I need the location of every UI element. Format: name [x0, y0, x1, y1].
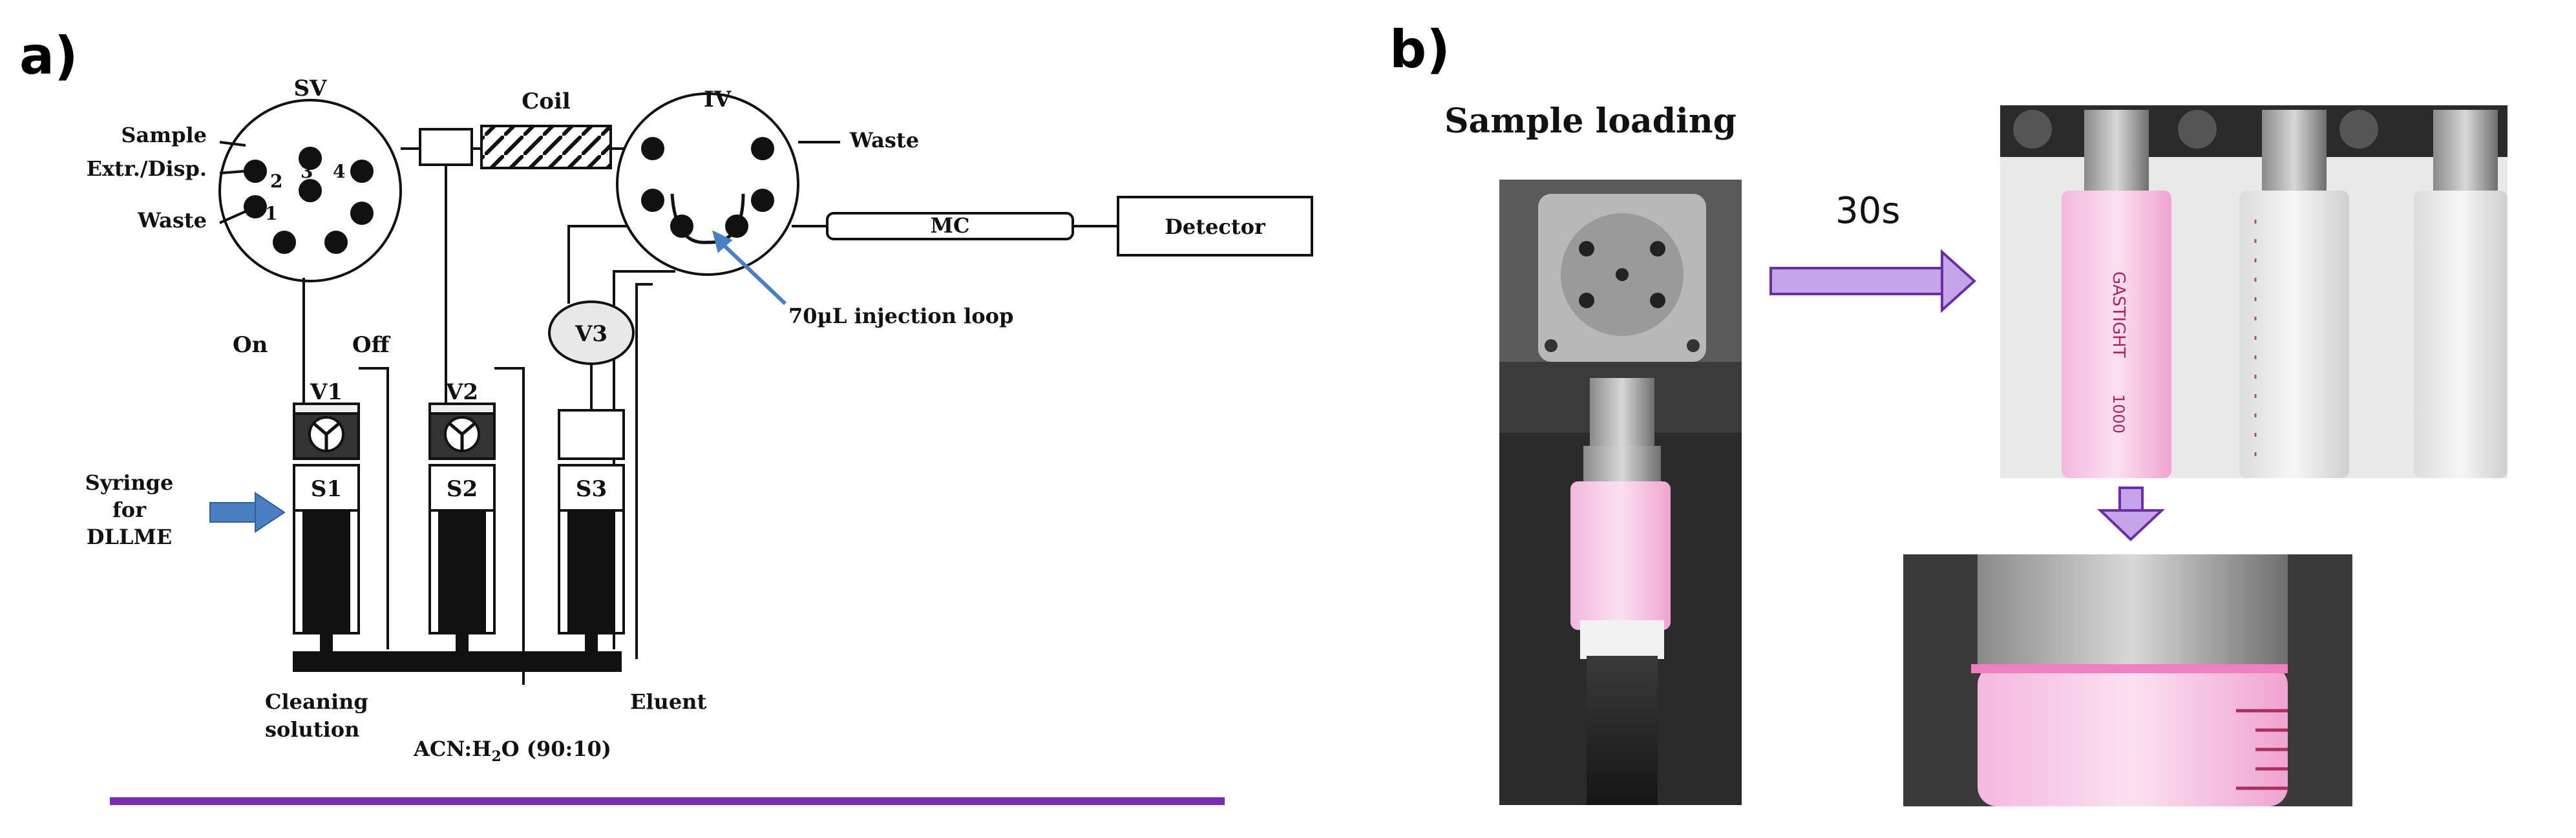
injection-loop-label: 70µL injection loop: [788, 304, 1013, 328]
valve-v1: [293, 403, 360, 460]
syringe-label-line3: DLLME: [87, 525, 173, 549]
sample-loading-label: Sample loading: [1444, 101, 1737, 141]
waste-right-label: Waste: [849, 128, 919, 152]
syringe-s2: [428, 464, 496, 660]
syringe-label-line2: for: [112, 498, 147, 522]
v2-label: V2: [445, 379, 478, 405]
injection-valve: [616, 92, 799, 276]
iv-label: IV: [704, 87, 732, 112]
v1-label: V1: [310, 379, 343, 405]
selection-valve: [218, 99, 402, 282]
panel-b-label: b): [1389, 19, 1450, 79]
syringe-s3: [558, 464, 625, 660]
port-2: 2: [270, 171, 282, 192]
sv-label: SV: [294, 76, 328, 101]
panel-a-label: a): [19, 26, 78, 86]
schematic: [209, 92, 1313, 685]
eluent-label: Eluent: [630, 689, 706, 714]
extr-disp-label: Extr./Disp.: [87, 156, 207, 181]
photo-syringes: GASTIGHT 1000: [2000, 105, 2507, 478]
valve-v2: [428, 403, 496, 460]
detector-label: Detector: [1165, 215, 1266, 239]
off-label: Off: [352, 332, 391, 358]
waste-left-label: Waste: [137, 208, 207, 233]
syringe-brand-label: GASTIGHT: [2109, 271, 2128, 358]
syringe-volume-label: 1000: [2109, 394, 2127, 434]
mc-label: MC: [931, 213, 970, 238]
port-1: 1: [265, 203, 277, 224]
v3-label: V3: [575, 321, 607, 347]
s1-label: S1: [311, 476, 342, 502]
syringe-label-line1: Syringe: [85, 470, 174, 495]
photo-close-up: [1903, 554, 2352, 806]
s2-label: S2: [447, 476, 478, 502]
cleaning-label-line1: Cleaning: [265, 689, 368, 714]
coil-label: Coil: [522, 89, 571, 114]
time-label: 30s: [1835, 190, 1900, 232]
sample-label: Sample: [121, 123, 207, 147]
acn-label: ACN:H2O (90:10): [413, 737, 611, 765]
cleaning-label-line2: solution: [265, 717, 359, 742]
photo-sample-loading: [1499, 180, 1742, 805]
down-arrow: [2097, 487, 2166, 541]
divider-line: [110, 797, 1225, 805]
on-label: On: [233, 332, 268, 358]
port-3: 3: [301, 161, 313, 182]
syringe-s1: [293, 464, 360, 660]
right-arrow: [1769, 249, 1976, 313]
s3-label: S3: [576, 476, 607, 502]
port-4: 4: [333, 161, 345, 182]
